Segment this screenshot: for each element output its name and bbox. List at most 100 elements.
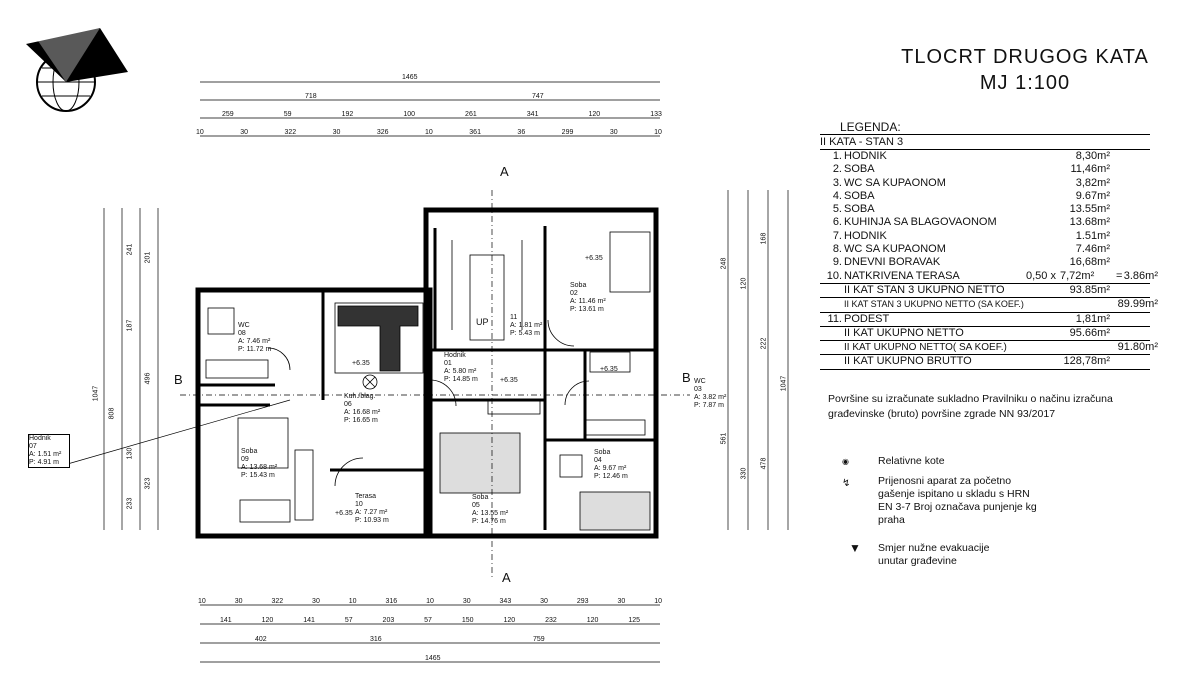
dim-right-5: 168 xyxy=(760,232,768,245)
dim-bottom-row1-6: 10 xyxy=(426,598,434,605)
legend-net-value: 93.85m² xyxy=(1069,283,1110,296)
legend-kat-brutto-label: II KAT UKUPNO BRUTTO xyxy=(844,355,972,368)
title-line2: MJ 1:100 xyxy=(979,72,1071,94)
section-label-b-left: B xyxy=(174,372,183,387)
room-no: 03 xyxy=(694,386,702,393)
room-area: 13.68 m² xyxy=(249,464,278,471)
dim-bottom-row1-11: 30 xyxy=(617,598,626,605)
legend-kat-net-value: 95.66m² xyxy=(1069,326,1110,339)
dim-top-row3-4: 261 xyxy=(465,111,477,118)
dim-top-row3-3: 100 xyxy=(403,111,415,118)
legend-kat-coef-value: 91.80m² xyxy=(1117,341,1158,354)
room-title: Soba xyxy=(472,494,489,501)
section-label-b-right: B xyxy=(682,370,691,385)
legend-subtitle: II KATA - STAN 3 xyxy=(820,134,1150,150)
dim-bottom-row1-0: 10 xyxy=(198,598,206,605)
dim-bottom-row1-10: 293 xyxy=(576,598,589,605)
doors xyxy=(267,319,590,487)
dim-total-top: 1465 xyxy=(402,74,418,81)
legend-row-value: 9.67m² xyxy=(1075,189,1110,202)
symbol-evak: Smjer nužne evakuacije unutar građevine xyxy=(878,542,990,567)
room-area: 1.51 m² xyxy=(37,451,62,458)
dim-left-0: 1047 xyxy=(92,385,100,402)
legend-row-label: WC SA KUPAONOM xyxy=(844,176,946,189)
room-area: 13.55 m² xyxy=(480,510,509,517)
legend-row-num: 6. xyxy=(832,216,842,229)
room-area: 11.46 m² xyxy=(578,298,606,305)
room-perimeter: 10.93 m xyxy=(363,517,389,524)
dim-top-row4-10: 10 xyxy=(654,129,662,136)
legend-terrace-row: 10. NATKRIVENA TERASA 0,50 x 7,72m² = 3.… xyxy=(820,269,1158,284)
room-area: 5.80 m² xyxy=(452,368,477,375)
room-kuhinja: Kuh./blag. 06 A: 16.68 m² P: 16.65 m xyxy=(344,393,388,425)
symbol-kote: Relativne kote xyxy=(878,455,945,467)
room-terasa: Terasa 10 A: 7.27 m² P: 10.93 m xyxy=(355,493,399,525)
room-perimeter: 14.85 m xyxy=(452,376,478,383)
section-lines xyxy=(180,190,690,580)
legend-net-coef-row: II KAT STAN 3 UKUPNO NETTO (SA KOEF.) 89.… xyxy=(820,298,1158,313)
dim-top-row4-2: 322 xyxy=(284,129,297,136)
left-dims: 1047 808 241 201 187 496 130 323 233 xyxy=(88,210,168,530)
room-soba09: Soba 09 A: 13.68 m² P: 15.43 m xyxy=(241,448,285,480)
legend-row-label: SOBA xyxy=(844,203,875,216)
dim-bottom-row2-8: 232 xyxy=(545,617,557,624)
dim-bottom-row1-12: 10 xyxy=(654,598,662,605)
legend-terrace-value: 7,72m² xyxy=(1060,269,1095,282)
top-dimensions xyxy=(200,81,660,137)
legend-kat-coef-label: II KAT UKUPNO NETTO( SA KOEF.) xyxy=(844,342,1007,354)
legend-kat-brutto-row: II KAT UKUPNO BRUTTO 128,78m² xyxy=(820,355,1150,370)
legend-row-num: 7. xyxy=(832,229,842,242)
plan-title: TLOCRT DRUGOG KATA MJ 1:100 xyxy=(880,44,1170,96)
dim-bottom-row1-5: 316 xyxy=(385,598,398,605)
legend-row-label: KUHINJA SA BLAGOVAONOM xyxy=(844,216,997,229)
dim-top-row4-5: 10 xyxy=(425,129,433,136)
dim-top-row4-8: 299 xyxy=(561,129,574,136)
legend-row-num: 10. xyxy=(826,269,842,282)
legend-terrace-coef: 0,50 x xyxy=(1026,269,1056,282)
room-title: Hodnik xyxy=(29,435,51,442)
legend-row-label: HODNIK xyxy=(844,229,887,242)
dim-bottom-row3-0: 402 xyxy=(255,636,267,643)
dim-top-row4: 10 30 322 30 326 10 361 36 299 30 10 xyxy=(196,129,662,136)
room-no: 06 xyxy=(344,401,352,408)
room-title: Hodnik xyxy=(444,352,466,359)
dim-top-row4-3: 30 xyxy=(332,129,341,136)
room-no: 08 xyxy=(238,330,246,337)
room-perimeter: 15.43 m xyxy=(249,472,275,479)
level-mark: +6.35 xyxy=(500,377,518,384)
dim-top-row2-0: 718 xyxy=(305,93,317,100)
legend-row-value: 11,46m² xyxy=(1070,163,1110,176)
legend-kat-coef-row: II KAT UKUPNO NETTO( SA KOEF.) 91.80m² xyxy=(820,341,1158,356)
legend-net-coef-value: 89.99m² xyxy=(1117,298,1158,311)
dim-bottom-row1-7: 30 xyxy=(462,598,471,605)
legend-net-coef-label: II KAT STAN 3 UKUPNO NETTO (SA KOEF.) xyxy=(844,299,1024,310)
room-soba05: Soba 05 A: 13.55 m² P: 14.76 m xyxy=(472,494,516,526)
dim-bottom-row1-8: 343 xyxy=(499,598,512,605)
room-hodnik-ext: Hodnik 07 A: 1.51 m² P: 4.91 m xyxy=(28,434,70,468)
room-hodnik01: Hodnik 01 A: 5.80 m² P: 14.85 m xyxy=(444,352,488,384)
legend-row-num: 2. xyxy=(832,163,842,176)
room-title: WC xyxy=(238,322,250,329)
dim-bottom-row2-9: 120 xyxy=(586,617,599,624)
right-dims: 1047 478 561 330 248 168 222 120 xyxy=(712,190,802,530)
level-mark: +6.35 xyxy=(600,366,618,373)
legend-row-value: 8,30m² xyxy=(1075,150,1110,162)
dim-left-1: 808 xyxy=(108,407,116,420)
dim-bottom-row1-1: 30 xyxy=(234,598,243,605)
dim-bottom-row2-0: 141 xyxy=(220,617,232,624)
room-no: 01 xyxy=(444,360,452,367)
dim-left-5: 496 xyxy=(144,372,152,385)
dim-right-7: 120 xyxy=(740,277,748,290)
room-title: Soba xyxy=(241,448,258,455)
dim-top-row4-9: 30 xyxy=(609,129,618,136)
room-title: Soba xyxy=(570,282,587,289)
room-title: Terasa xyxy=(355,493,377,500)
dim-left-4: 187 xyxy=(126,319,134,332)
dim-bottom-row2: 141 120 141 57 203 57 150 120 232 120 12… xyxy=(220,617,640,624)
legend-row-value: 16,68m² xyxy=(1069,256,1110,269)
dim-right-6: 222 xyxy=(760,337,768,350)
legend-kat-brutto-value: 128,78m² xyxy=(1063,355,1110,368)
